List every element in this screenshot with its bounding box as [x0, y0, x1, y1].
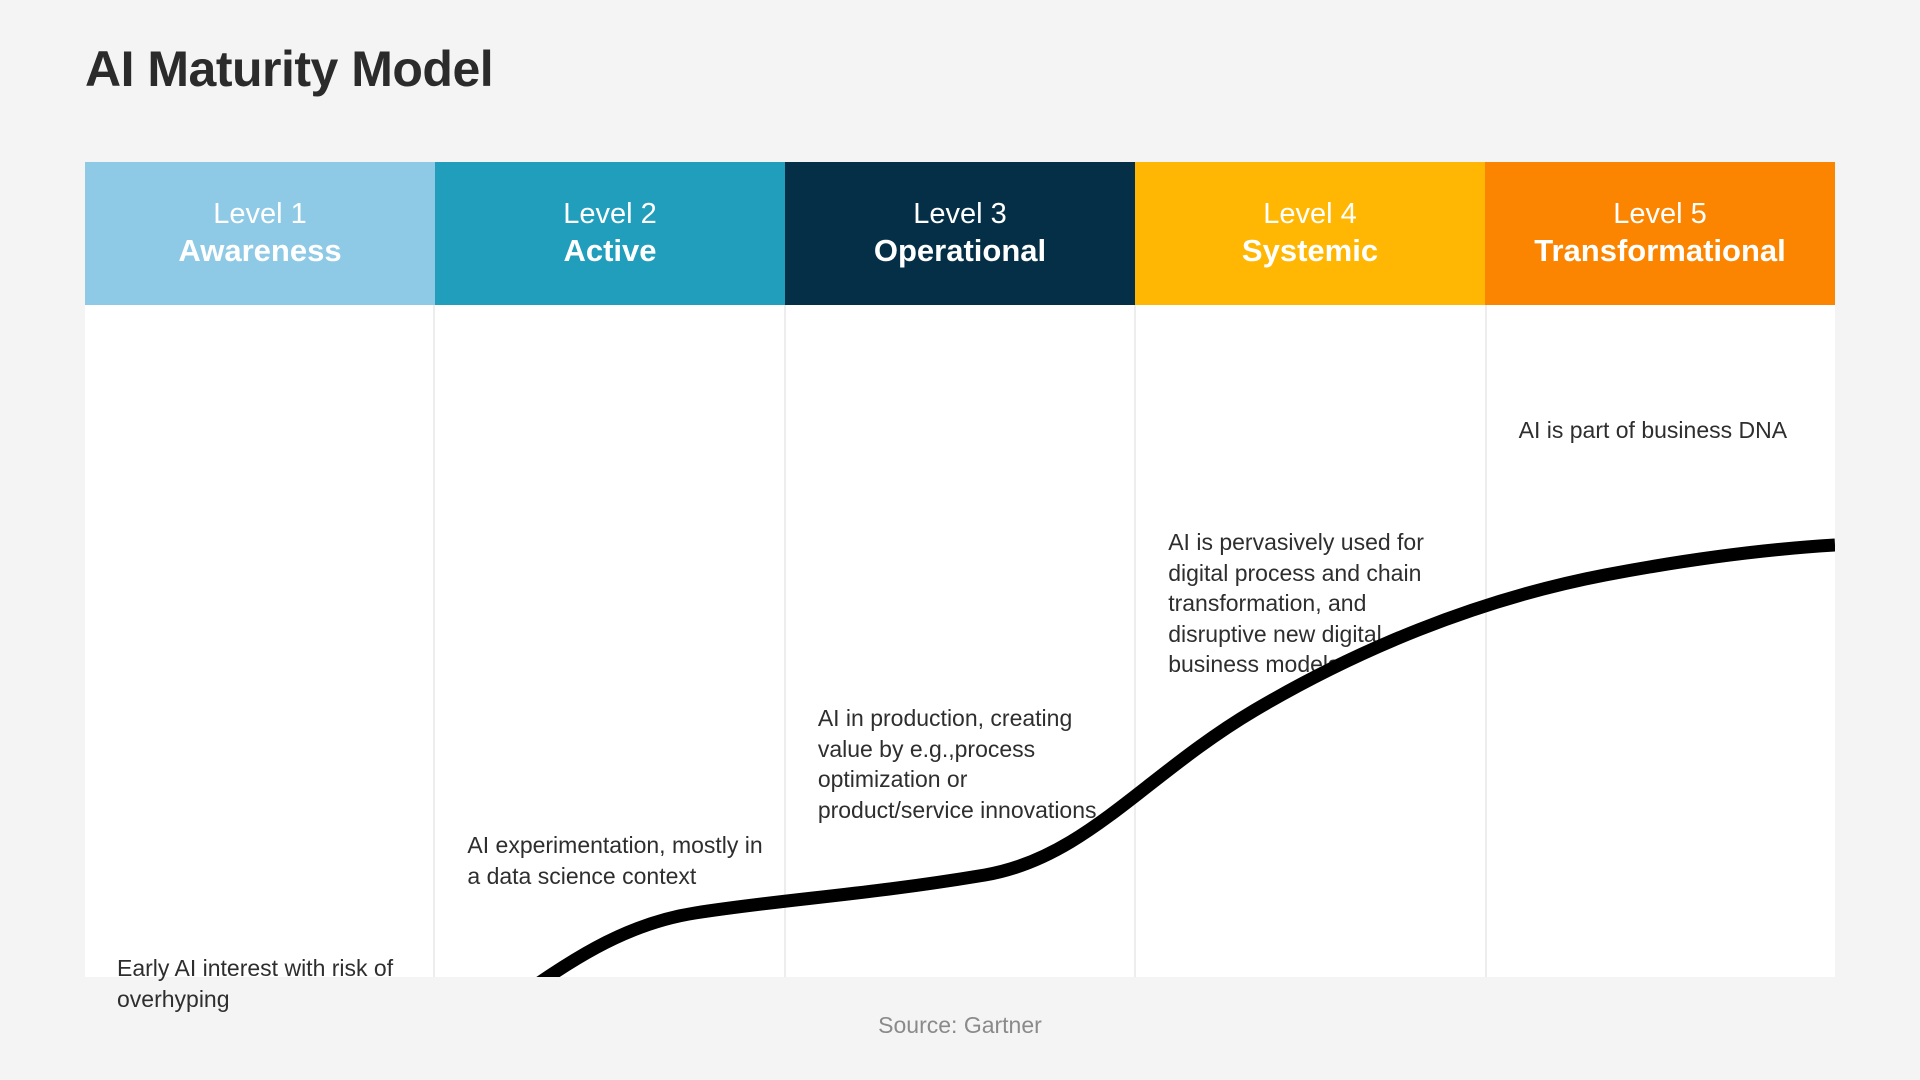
- level-header-5-level: Level 5: [1613, 198, 1707, 230]
- level-header-4-level: Level 4: [1263, 198, 1357, 230]
- level-header-4-name: Systemic: [1241, 233, 1379, 269]
- level-header-5[interactable]: Level 5 Transformational: [1485, 162, 1835, 305]
- level-header-3-name: Operational: [873, 233, 1047, 269]
- level-header-2-name: Active: [563, 233, 657, 269]
- level-header-2-level: Level 2: [563, 198, 657, 230]
- maturity-model-chart: Level 1 Awareness Level 2 Active Level 3…: [85, 162, 1835, 1012]
- level-header-1-level: Level 1: [213, 198, 307, 230]
- level-description-2: AI experimentation, mostly in a data sci…: [467, 832, 763, 889]
- level-description-5: AI is part of business DNA: [1518, 417, 1788, 443]
- level-column-3: AI in production, creating value by e.g.…: [786, 305, 1137, 977]
- level-description-1: Early AI interest with risk of overhypin…: [117, 955, 394, 1012]
- level-header-4[interactable]: Level 4 Systemic: [1135, 162, 1485, 305]
- level-header-3[interactable]: Level 3 Operational: [785, 162, 1135, 305]
- level-description-3: AI in production, creating value by e.g.…: [817, 705, 1097, 823]
- level-description-4: AI is pervasively used for digital proce…: [1168, 529, 1424, 678]
- level-column-1: Early AI interest with risk of overhypin…: [85, 305, 436, 1012]
- level-body-row: Early AI interest with risk of overhypin…: [85, 305, 1835, 1012]
- level-column-4: AI is pervasively used for digital proce…: [1136, 305, 1487, 977]
- level-column-5: AI is part of business DNA: [1487, 305, 1835, 977]
- level-header-5-name: Transformational: [1534, 233, 1786, 269]
- level-header-2[interactable]: Level 2 Active: [435, 162, 785, 305]
- level-header-3-level: Level 3: [913, 198, 1007, 230]
- source-note: Source: Gartner: [878, 1012, 1042, 1038]
- level-header-row: Level 1 Awareness Level 2 Active Level 3…: [85, 162, 1835, 305]
- level-header-1-name: Awareness: [178, 233, 342, 269]
- level-header-1[interactable]: Level 1 Awareness: [85, 162, 435, 305]
- page-title: AI Maturity Model: [85, 41, 494, 97]
- level-column-2: AI experimentation, mostly in a data sci…: [435, 305, 786, 977]
